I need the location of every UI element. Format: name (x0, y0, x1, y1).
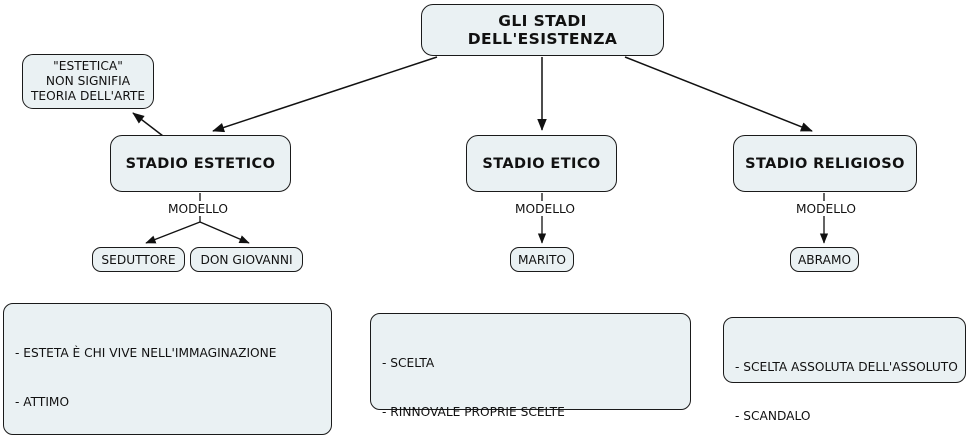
list-item: - ATTIMO (15, 395, 70, 410)
edge-root-to-religioso (624, 56, 813, 132)
node-stadio-estetico[interactable]: STADIO ESTETICO (110, 135, 291, 192)
node-root-gli-stadi-dellesistenza[interactable]: GLI STADI DELL'ESISTENZA (421, 4, 664, 56)
edge-estetico-to-note (132, 112, 164, 137)
list-item: - SCELTA ASSOLUTA DELL'ASSOLUTO (735, 359, 958, 374)
note-line-2: NON SIGNIFIA (45, 74, 131, 88)
node-root-label: GLI STADI DELL'ESISTENZA (467, 12, 618, 48)
node-model-abramo-label: ABRAMO (797, 252, 852, 267)
node-model-marito-label: MARITO (518, 252, 566, 267)
node-model-seduttore-label: SEDUTTORE (101, 252, 176, 267)
list-item: - RINNOVALE PROPRIE SCELTE (382, 405, 565, 420)
node-note-estetica[interactable]: "ESTETICA" NON SIGNIFIA TEORIA DELL'ARTE (22, 54, 154, 109)
edge-label-modello-etico: MODELLO (512, 202, 578, 216)
node-stadio-religioso[interactable]: STADIO RELIGIOSO (733, 135, 917, 192)
node-model-don-giovanni-label: DON GIOVANNI (200, 252, 293, 267)
edge-root-to-estetico (212, 56, 438, 133)
node-stadio-religioso-label: STADIO RELIGIOSO (745, 155, 905, 172)
node-model-seduttore[interactable]: SEDUTTORE (92, 247, 185, 272)
list-item: - ESTETA È CHI VIVE NELL'IMMAGINAZIONE (15, 345, 277, 360)
edge-label-modello-religioso: MODELLO (793, 202, 859, 216)
list-box-religioso[interactable]: - SCELTA ASSOLUTA DELL'ASSOLUTO - SCANDA… (723, 317, 966, 423)
node-stadio-etico-label: STADIO ETICO (482, 155, 601, 172)
list-box-etico[interactable]: - SCELTA - RINNOVALE PROPRIE SCELTE - RE… (370, 313, 691, 419)
note-line-1: "ESTETICA" (53, 59, 123, 73)
list-item: - SCELTA (382, 355, 435, 370)
edge-label-modello-estetico: MODELLO (165, 202, 231, 216)
node-model-don-giovanni[interactable]: DON GIOVANNI (190, 247, 303, 272)
note-line-3: TEORIA DELL'ARTE (30, 89, 146, 103)
list-box-estetico[interactable]: - ESTETA È CHI VIVE NELL'IMMAGINAZIONE -… (3, 303, 332, 435)
node-stadio-etico[interactable]: STADIO ETICO (466, 135, 617, 192)
node-model-marito[interactable]: MARITO (510, 247, 574, 272)
list-item: - SCANDALO (735, 409, 811, 424)
edge-estetico-to-models (145, 193, 250, 244)
node-model-abramo[interactable]: ABRAMO (790, 247, 859, 272)
node-stadio-estetico-label: STADIO ESTETICO (125, 155, 276, 172)
